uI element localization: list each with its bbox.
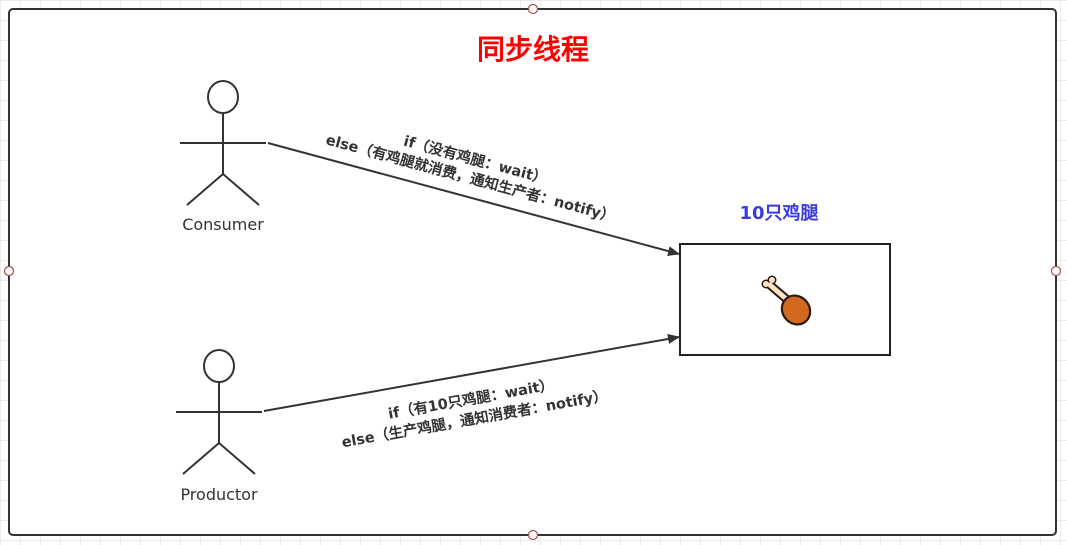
resize-handle-right[interactable] (1050, 265, 1062, 277)
productor-actor[interactable]: Productor (176, 349, 262, 504)
resize-handle-bottom[interactable] (527, 529, 539, 541)
consumer-left-leg (186, 173, 224, 206)
productor-label: Productor (180, 485, 258, 504)
resize-handle-left[interactable] (3, 265, 15, 277)
consumer-label: Consumer (182, 215, 264, 234)
productor-right-leg (218, 442, 256, 475)
productor-left-leg (182, 442, 220, 475)
chicken-leg-icon (761, 275, 812, 326)
consumer-to-buffer-arrow[interactable] (267, 142, 680, 256)
consumer-right-leg (222, 173, 260, 206)
productor-to-buffer-arrow[interactable] (263, 334, 680, 412)
resize-handle-top[interactable] (527, 3, 539, 15)
buffer-label: 10只鸡腿 (739, 202, 818, 224)
diagram-frame[interactable] (8, 8, 1057, 536)
consumer-actor[interactable]: Consumer (180, 80, 266, 234)
diagram-title: 同步线程 (477, 33, 589, 66)
